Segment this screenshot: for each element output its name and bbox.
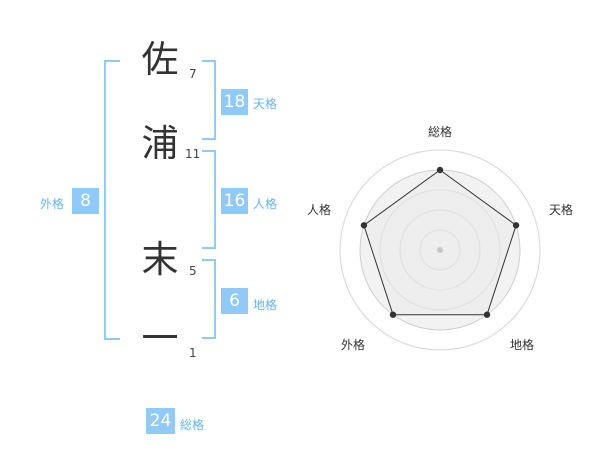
- radar-axis-label-soukaku: 総格: [428, 125, 453, 139]
- jinkaku-value: 16: [221, 188, 248, 214]
- radar-axis-label-gaikaku: 外格: [341, 338, 366, 352]
- stroke-count-1: 7: [189, 67, 197, 81]
- soukaku-value: 24: [146, 408, 175, 434]
- soukaku-label: 総格: [180, 418, 205, 432]
- tenkaku-label: 天格: [253, 97, 278, 111]
- radar-point-5: [360, 222, 368, 229]
- name-char-3: 末: [141, 238, 179, 281]
- radar-axis-label-chikaku: 地格: [510, 338, 535, 352]
- tenkaku-bracket: [202, 60, 216, 140]
- stroke-count-2: 11: [185, 147, 201, 161]
- gaikaku-label: 外格: [40, 197, 65, 211]
- stroke-count-4: 1: [189, 346, 197, 360]
- jinkaku-bracket: [202, 150, 216, 249]
- radar-point-3: [483, 311, 491, 318]
- chikaku-label: 地格: [253, 298, 278, 312]
- radar-point-2: [512, 222, 520, 229]
- tenkaku-value: 18: [221, 89, 248, 115]
- radar-center-dot: [437, 247, 443, 253]
- radar-polygon: [363, 169, 517, 316]
- gaikaku-bracket: [104, 60, 120, 340]
- radar-axis-label-jinkaku: 人格: [307, 203, 332, 217]
- name-char-1: 佐: [141, 38, 179, 81]
- name-char-2: 浦: [141, 122, 179, 165]
- stroke-count-3: 5: [189, 264, 197, 278]
- radar-axis-label-tenkaku: 天格: [549, 203, 574, 217]
- chikaku-value: 6: [221, 288, 248, 314]
- radar-point-4: [389, 311, 397, 318]
- chikaku-bracket: [202, 259, 216, 339]
- jinkaku-label: 人格: [253, 197, 278, 211]
- gaikaku-value: 8: [72, 188, 99, 214]
- radar-point-1: [436, 166, 444, 174]
- name-char-4: 一: [141, 317, 179, 360]
